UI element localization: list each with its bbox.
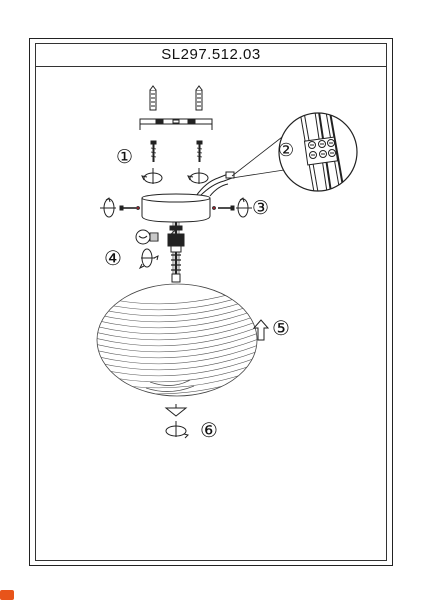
screw-icon bbox=[196, 140, 203, 162]
step-5-label: ⑤ bbox=[272, 316, 290, 340]
inner-frame bbox=[35, 43, 387, 561]
rotate-arrow-icon bbox=[100, 197, 116, 218]
screw-icon bbox=[150, 140, 157, 162]
step-1-label: ① bbox=[116, 146, 134, 168]
corner-badge-icon bbox=[0, 590, 14, 600]
bulb-icon bbox=[135, 229, 159, 245]
arrow-up-icon bbox=[252, 319, 270, 341]
title-divider bbox=[35, 66, 387, 67]
lamp-socket-icon bbox=[167, 222, 185, 283]
zoom-leader-lines bbox=[231, 133, 287, 179]
mounting-bracket-icon bbox=[139, 118, 213, 130]
step-4-label: ④ bbox=[104, 246, 122, 270]
outer-frame bbox=[29, 38, 393, 566]
finial-icon bbox=[164, 404, 188, 417]
terminal-block-detail bbox=[278, 112, 358, 192]
canopy-icon bbox=[136, 193, 216, 223]
power-wires bbox=[195, 171, 235, 197]
step-2-label: ② bbox=[278, 140, 295, 161]
wall-anchor-icon bbox=[149, 85, 157, 111]
rotate-arrow-icon bbox=[236, 197, 252, 218]
step-3-label: ③ bbox=[252, 197, 270, 219]
rotate-arrow-icon bbox=[138, 248, 159, 270]
rotate-arrow-icon bbox=[141, 168, 163, 184]
rotate-arrow-icon bbox=[187, 168, 209, 184]
wall-anchor-icon bbox=[195, 85, 203, 111]
step-6-label: ⑥ bbox=[200, 418, 218, 442]
rotate-arrow-icon bbox=[165, 421, 189, 439]
model-number: SL297.512.03 bbox=[161, 46, 261, 63]
side-screw-icon bbox=[119, 205, 235, 211]
